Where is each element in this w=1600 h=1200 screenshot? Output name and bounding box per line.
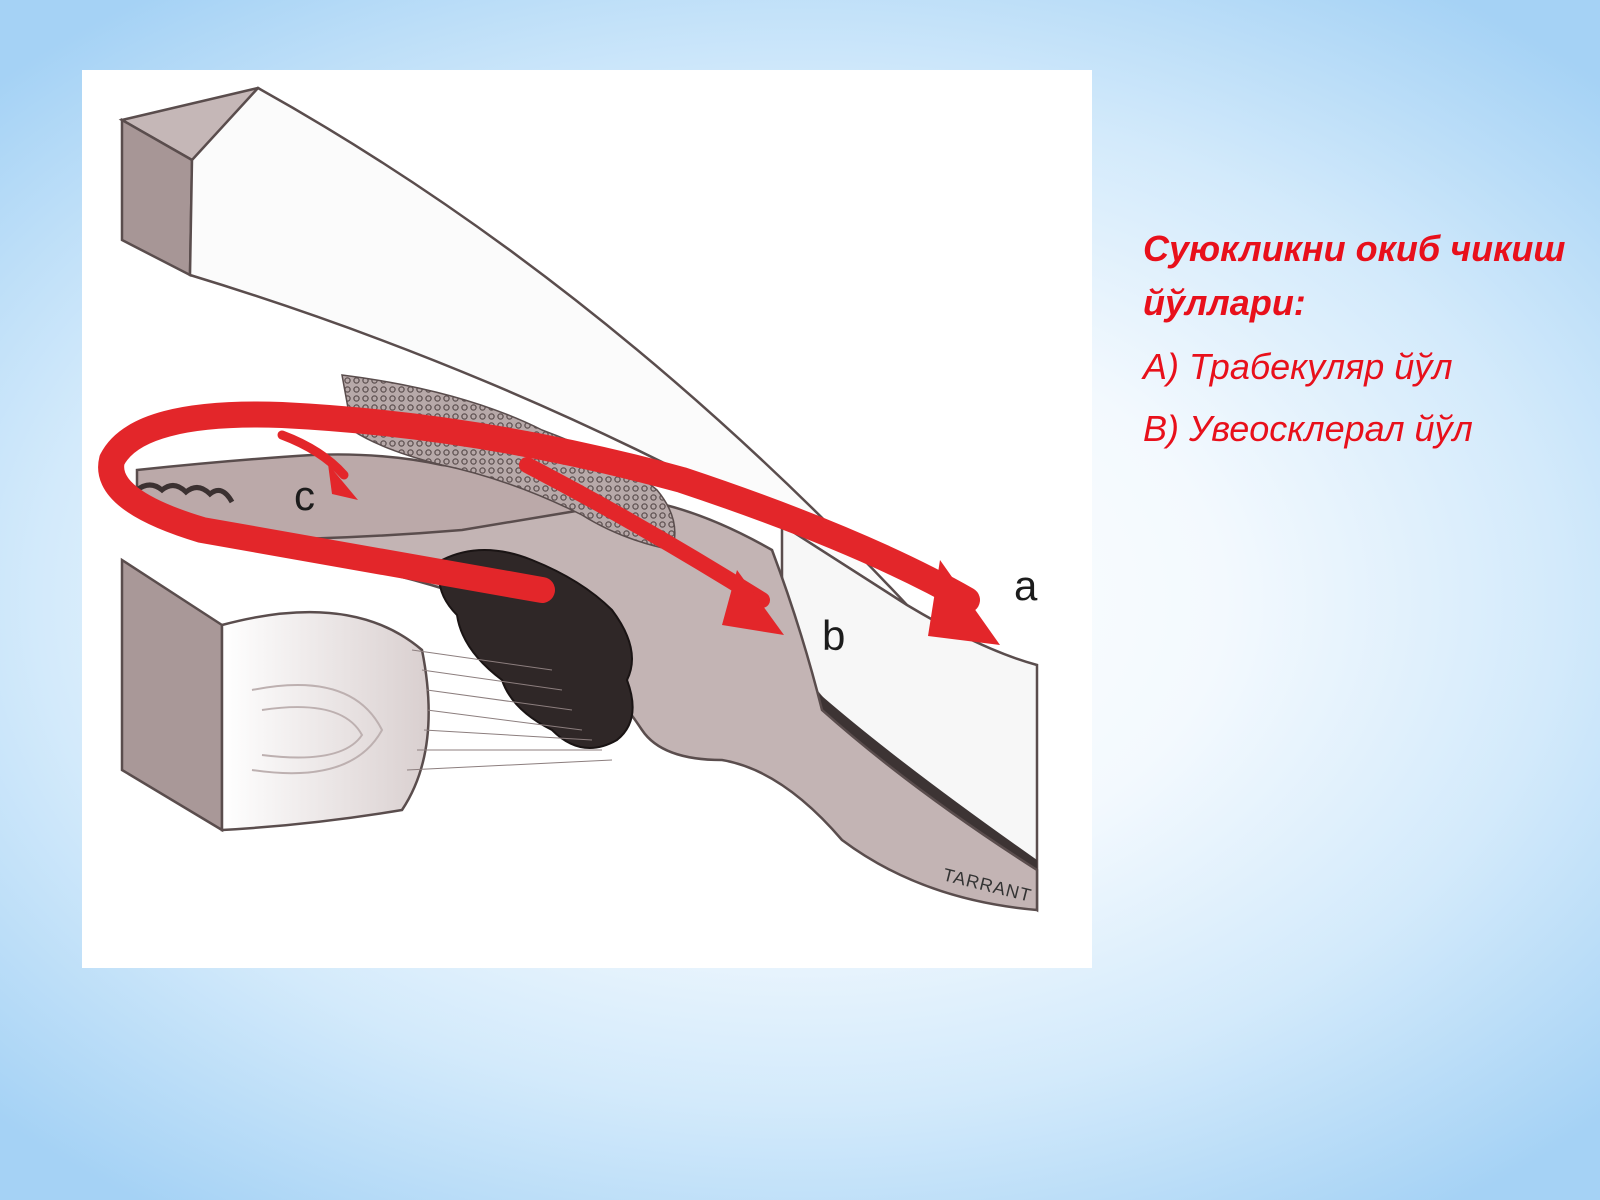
lens-layer-2: [261, 706, 364, 759]
lens: [220, 610, 430, 832]
caption: Суюкликни окиб чикиш йўллари: A) Трабеку…: [1143, 222, 1583, 455]
ciliary-processes: [438, 549, 634, 749]
lens-block-side: [120, 557, 224, 833]
arrowhead-a: [928, 560, 1000, 645]
caption-title: Суюкликни окиб чикиш йўллари:: [1143, 228, 1566, 323]
arrow-path-a: [98, 401, 980, 613]
lens-layer-1: [251, 684, 384, 775]
iris-edge: [135, 482, 235, 504]
label-c: c: [294, 472, 315, 519]
label-a: a: [1014, 562, 1038, 609]
caption-item-uveoscleral: B) Увеосклерал йўл: [1143, 408, 1473, 450]
label-b: b: [822, 612, 845, 659]
arrowhead-b: [722, 570, 784, 635]
arrowhead-c: [328, 464, 358, 500]
zonule-fibers: [406, 649, 613, 771]
anatomy-illustration: a b c TARRANT: [98, 86, 1039, 913]
eye-angle-figure: a b c TARRANT: [82, 70, 1092, 968]
caption-item-trabecular: A) Трабекуляр йўл: [1143, 346, 1453, 387]
flow-arrows: [98, 401, 980, 613]
arrow-path-b: [519, 457, 770, 608]
arrow-path-c: [277, 430, 349, 480]
